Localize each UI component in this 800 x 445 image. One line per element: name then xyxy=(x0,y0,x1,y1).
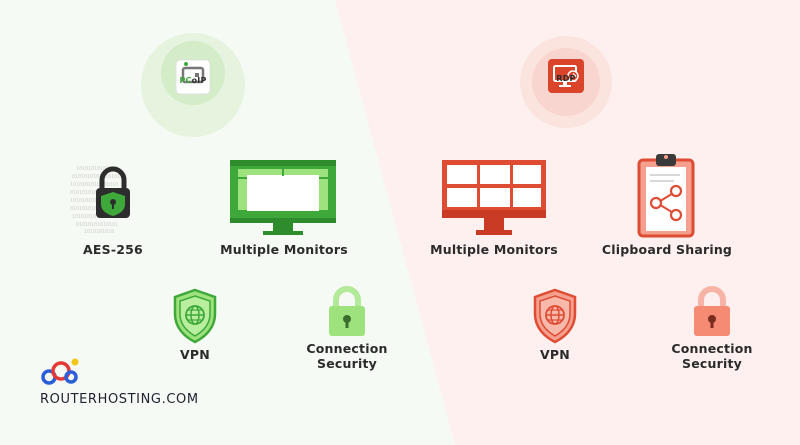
left-monitors-label: Multiple Monitors xyxy=(220,242,348,257)
right-connection-label-line2: Security xyxy=(682,356,742,371)
left-connection-label-line1: Connection xyxy=(306,341,388,356)
rdp-logo-icon xyxy=(520,36,612,128)
pcoip-logo-icon xyxy=(141,33,245,137)
left-connection-label: Connection Security xyxy=(300,341,394,371)
aes-padlock-icon: 10101010101010 0101010101010101 10101010… xyxy=(70,166,130,235)
right-monitor-icon xyxy=(442,160,546,235)
right-connection-padlock-icon xyxy=(694,286,730,336)
right-monitors-label: Multiple Monitors xyxy=(430,242,558,257)
right-connection-label: Connection Security xyxy=(665,341,759,371)
right-vpn-shield-icon xyxy=(533,288,577,344)
pcoip-logo-label: PCoIP xyxy=(170,73,216,88)
svg-text:1010101010101010: 1010101010101010 xyxy=(72,214,120,220)
svg-text:1010101010101010: 1010101010101010 xyxy=(70,198,118,204)
clipboard-label: Clipboard Sharing xyxy=(601,242,733,257)
svg-text:10101010101010: 10101010101010 xyxy=(76,166,118,172)
right-vpn-label: VPN xyxy=(540,347,570,362)
svg-text:01010101010101: 01010101010101 xyxy=(76,222,118,228)
rdp-logo-label: RDP xyxy=(556,74,576,83)
svg-text:0101010101010101: 0101010101010101 xyxy=(70,190,118,196)
right-connection-label-line1: Connection xyxy=(671,341,753,356)
brand-name: ROUTERHOSTING.COM xyxy=(40,392,199,407)
pcoip-logo-label-rest: oIP xyxy=(191,76,207,85)
svg-text:0101010101010101: 0101010101010101 xyxy=(72,174,120,180)
cloud-logo-icon xyxy=(41,358,79,385)
left-vpn-label: VPN xyxy=(180,347,210,362)
left-vpn-shield-icon xyxy=(173,288,217,344)
aes-label: AES-256 xyxy=(83,242,143,257)
svg-text:1010101010: 1010101010 xyxy=(84,229,114,235)
left-monitor-icon xyxy=(230,160,336,235)
svg-text:1010101010101010: 1010101010101010 xyxy=(70,182,118,188)
left-connection-label-line2: Security xyxy=(317,356,377,371)
pcoip-logo-label-pc: PC xyxy=(179,76,192,85)
left-connection-padlock-icon xyxy=(329,286,365,336)
svg-text:0101010101010101: 0101010101010101 xyxy=(70,206,118,212)
clipboard-share-icon xyxy=(637,154,695,238)
